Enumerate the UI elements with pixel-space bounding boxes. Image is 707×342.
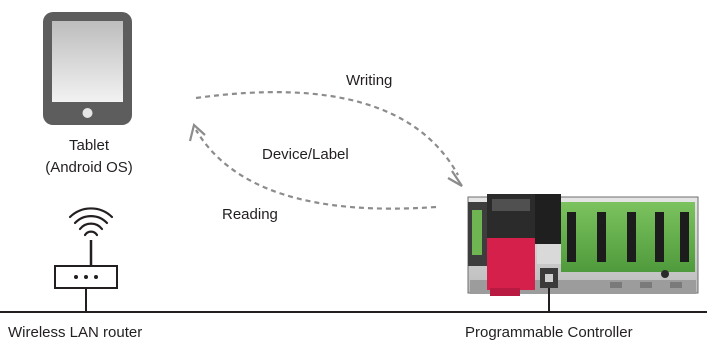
tablet-label-line1: Tablet [69, 137, 110, 154]
wireless-router-icon [54, 207, 118, 312]
tablet-icon [43, 12, 132, 125]
router-label: Wireless LAN router [8, 324, 142, 341]
plc-label: Programmable Controller [465, 324, 633, 341]
device-label-label: Device/Label [262, 146, 349, 163]
reading-label: Reading [222, 206, 278, 223]
writing-arrow [195, 91, 463, 187]
writing-label: Writing [346, 72, 392, 89]
programmable-controller-icon [467, 194, 699, 312]
reading-arrow [188, 122, 437, 210]
tablet-label-line2: (Android OS) [45, 159, 133, 176]
